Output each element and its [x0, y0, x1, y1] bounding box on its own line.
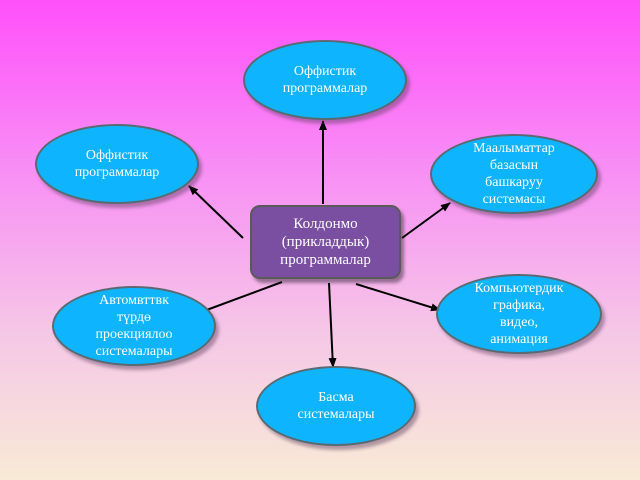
- node-bottom-publishing-systems: Басма системалары: [256, 366, 416, 446]
- node-left-bottom-design-systems: Автомвттвк түрдө проекциялоо системалары: [52, 286, 216, 366]
- arrow-to-right-bottom: [355, 283, 441, 312]
- center-node-application-programs: Колдонмо (прикладдык) программалар: [250, 205, 401, 279]
- arrow-to-left-top: [188, 185, 244, 239]
- arrow-to-bottom: [328, 282, 337, 368]
- node-right-top-database-systems: Маалыматтар базасын башкаруу системасы: [430, 134, 598, 214]
- node-right-bottom-computer-graphics: Компьютердик графика, видео, анимация: [436, 274, 602, 354]
- arrow-to-right-top: [401, 202, 451, 239]
- node-left-top-office-programs: Оффистик программалар: [35, 124, 199, 204]
- node-top-office-programs: Оффистик программалар: [243, 40, 407, 120]
